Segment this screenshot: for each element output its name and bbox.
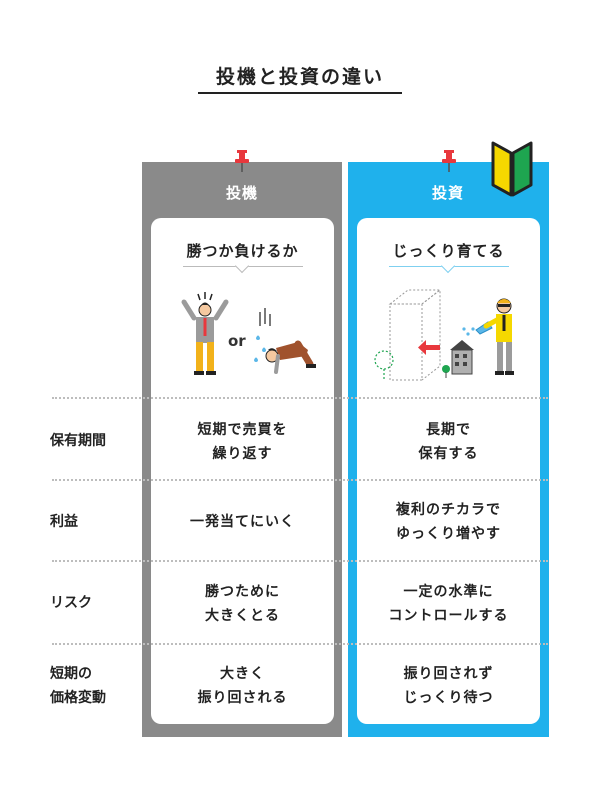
speculation-card: [151, 218, 334, 724]
cheering-person-icon: [181, 292, 229, 375]
future-tree-icon: [374, 350, 394, 380]
speculation-holding-period: 短期で売買を繰り返す: [197, 422, 288, 462]
future-building-icon: [388, 288, 442, 381]
investment-profit: 複利のチカラでゆっくり増やす: [396, 502, 501, 542]
or-text: or: [228, 332, 246, 350]
speculation-volatility: 大きく振り回される: [197, 666, 288, 706]
row-divider: [52, 643, 548, 645]
row-label-short-term-volatility: 短期の価格変動: [50, 666, 106, 706]
investment-heading: じっくり育てる: [392, 242, 505, 260]
growing-investment-illustration: [374, 288, 514, 381]
row-divider: [52, 560, 548, 562]
row-label-profit: 利益: [50, 514, 78, 530]
investment-header: 投資: [431, 184, 464, 202]
sprout-icon: [442, 365, 450, 378]
row-label-holding-period: 保有期間: [50, 433, 106, 449]
defeated-person-icon: [254, 308, 316, 374]
beginner-mark-icon: [491, 141, 533, 197]
growth-arrow-icon: [418, 340, 440, 355]
speculation-risk: 勝つために大きくとる: [205, 584, 280, 624]
small-house-icon: [450, 340, 474, 375]
row-label-risk: リスク: [50, 595, 92, 611]
title-underline: [198, 92, 402, 94]
win-or-lose-illustration: or: [181, 292, 316, 375]
investment-holding-period: 長期で保有する: [418, 422, 479, 462]
investment-volatility: 振り回されずじっくり待つ: [403, 666, 494, 706]
speculation-header: 投機: [225, 184, 258, 202]
investor-person-icon: [483, 298, 514, 375]
row-divider: [52, 479, 548, 481]
pushpin-icon: [235, 150, 249, 172]
speculation-profit: 一発当てにいく: [190, 514, 295, 530]
row-divider: [52, 397, 548, 399]
pushpin-icon: [442, 150, 456, 172]
speculation-heading: 勝つか負けるか: [186, 242, 299, 260]
investment-risk: 一定の水準にコントロールする: [388, 584, 509, 624]
page-title: 投機と投資の違い: [215, 66, 384, 88]
